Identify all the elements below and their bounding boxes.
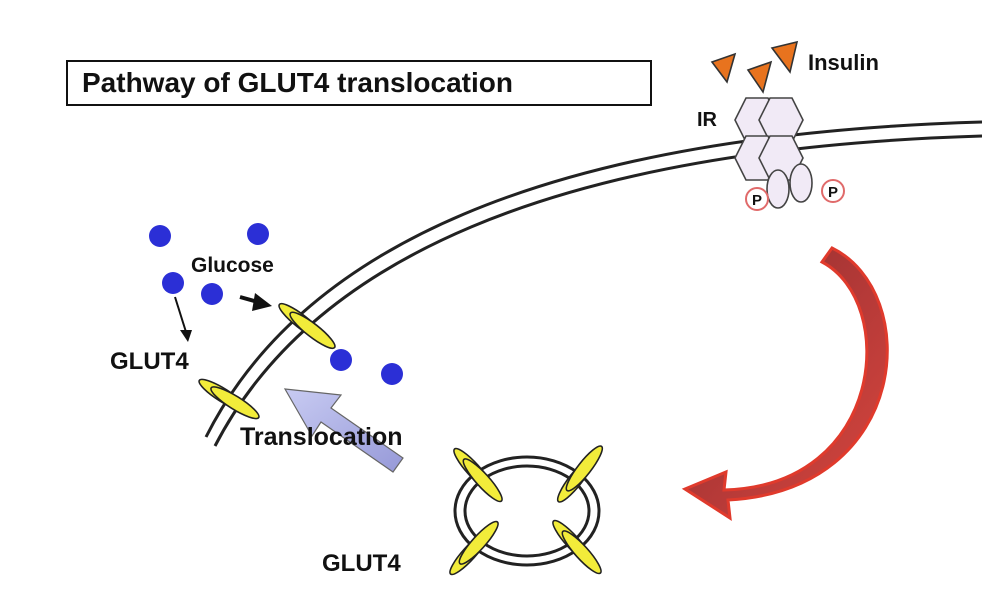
cell-membrane-inner bbox=[213, 134, 982, 447]
receptor-label: IR bbox=[697, 109, 718, 131]
glut4-membrane-transporter-lower bbox=[195, 374, 263, 424]
glucose-label: Glucose bbox=[191, 254, 274, 277]
translocation-label: Translocation bbox=[240, 423, 403, 451]
glucose-uptake-arrow bbox=[239, 293, 272, 311]
diagram-title: Pathway of GLUT4 translocation bbox=[66, 60, 652, 106]
insulin-molecules bbox=[710, 40, 799, 94]
phospho-marker-left: P bbox=[745, 187, 769, 211]
signaling-arrow bbox=[681, 246, 889, 521]
cell-membrane-outer bbox=[204, 120, 982, 438]
insulin-receptor bbox=[734, 97, 813, 209]
glucose-molecules bbox=[149, 223, 403, 385]
translocation-arrow bbox=[283, 388, 404, 473]
glucose-to-glut4-arrow bbox=[174, 296, 192, 342]
glut4-vesicle-label: GLUT4 bbox=[322, 550, 401, 577]
glut4-membrane-label: GLUT4 bbox=[110, 348, 189, 375]
svg-text:P: P bbox=[752, 192, 762, 209]
insulin-label: Insulin bbox=[808, 50, 879, 75]
svg-text:P: P bbox=[828, 184, 838, 201]
glut4-vesicle bbox=[453, 455, 601, 567]
phospho-marker-right: P bbox=[821, 179, 845, 203]
